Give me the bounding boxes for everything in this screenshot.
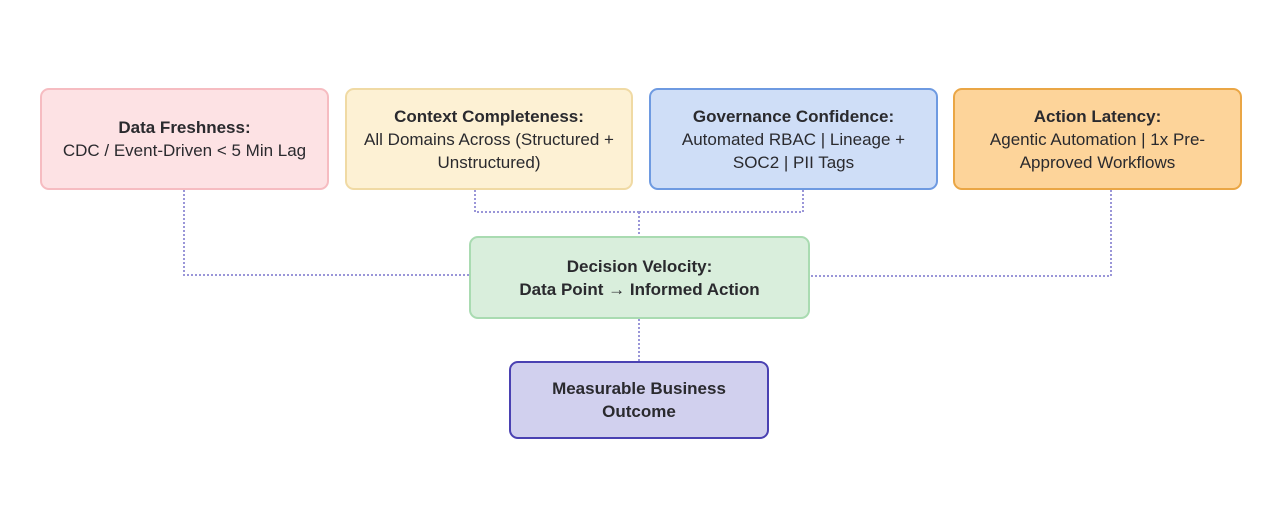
node-body: CDC / Event-Driven < 5 Min Lag [62,141,307,160]
node-title: Context Completeness: [394,106,584,126]
node-governance-confidence: Governance Confidence: Automated RBAC | … [649,88,938,190]
node-decision-velocity: Decision Velocity: Data Point → Informed… [469,236,810,319]
node-body: Agentic Automation | 1x Pre-Approved Wor… [989,129,1206,172]
node-body: All Domains Across (Structured + Unstruc… [364,129,614,172]
node-body: Data Point → Informed Action [519,279,760,299]
node-action-latency: Action Latency: Agentic Automation | 1x … [953,88,1242,190]
node-title: Measurable Business Outcome [552,379,726,421]
node-title: Action Latency: [1033,106,1162,126]
node-data-freshness: Data Freshness: CDC / Event-Driven < 5 M… [40,88,329,190]
edge-governance-confidence-to-merge [639,190,804,213]
edge-context-completeness-to-merge [474,190,639,213]
node-body: Automated RBAC | Lineage + SOC2 | PII Ta… [681,129,906,172]
node-title: Decision Velocity: [566,256,713,276]
edge-action-latency-to-decision-velocity [810,190,1112,277]
node-title: Data Freshness: [118,118,251,137]
edge-data-freshness-to-decision-velocity [183,190,469,276]
node-measurable-business-outcome: Measurable Business Outcome [509,361,769,439]
node-title: Governance Confidence: [692,106,895,126]
node-context-completeness: Context Completeness: All Domains Across… [345,88,633,190]
